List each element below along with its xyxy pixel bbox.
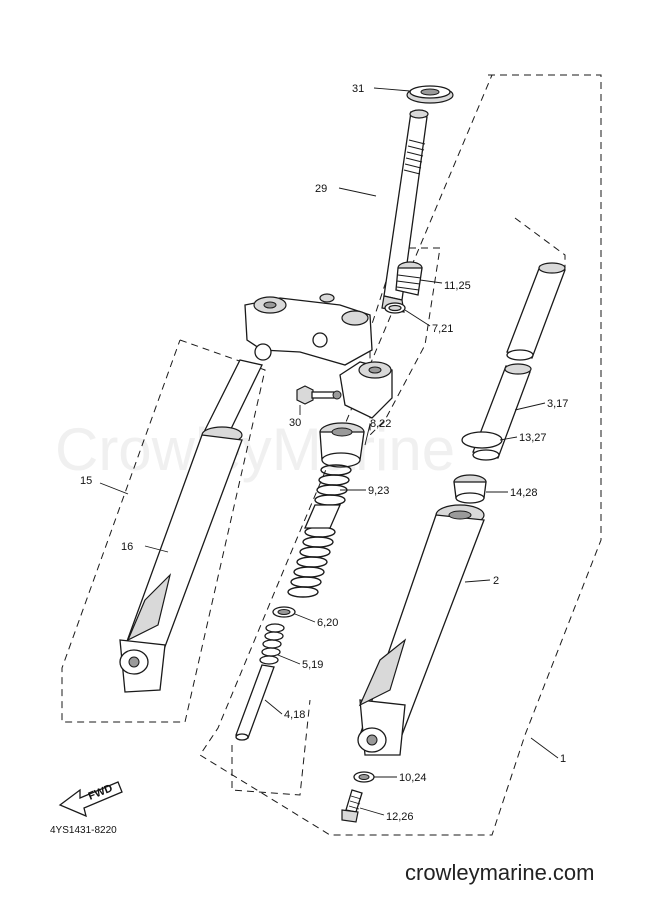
part-12-bolt[interactable] <box>341 789 363 823</box>
part-5-rebound-spring[interactable] <box>259 623 285 665</box>
label-29: 29 <box>315 183 327 195</box>
group-boundary-fork-assembly <box>199 74 602 836</box>
label-30: 30 <box>289 417 301 429</box>
label-14-28: 14,28 <box>510 487 538 499</box>
label-4-18: 4,18 <box>284 709 305 721</box>
part-9-fork-spring[interactable] <box>287 464 352 598</box>
part-10-washer[interactable] <box>353 771 375 783</box>
label-2: 2 <box>493 575 499 587</box>
part-11-cap-bolt[interactable] <box>395 261 423 296</box>
part-29-steering-stem[interactable] <box>381 109 429 313</box>
part-16-outer-tube-left[interactable] <box>119 359 263 693</box>
label-15: 15 <box>80 475 92 487</box>
diagram-code: 4YS1431-8220 <box>50 825 117 836</box>
label-1: 1 <box>560 753 566 765</box>
label-8-22: 8,22 <box>370 418 391 430</box>
label-3-17: 3,17 <box>547 398 568 410</box>
group-boundary-lower-parts <box>231 699 311 796</box>
part-3-inner-tube-upper[interactable] <box>506 262 566 361</box>
fwd-arrow-icon: FWD <box>58 781 123 818</box>
watermark: CrowleyMarine <box>55 416 455 483</box>
label-12-26: 12,26 <box>386 811 414 823</box>
part-30-bolt[interactable] <box>296 385 342 405</box>
leader-lines <box>99 87 559 816</box>
group-boundary-inner-tubes <box>514 217 566 268</box>
site-link[interactable]: crowleymarine.com <box>405 860 595 885</box>
label-31: 31 <box>352 83 364 95</box>
under-bracket[interactable] <box>244 293 373 366</box>
clamp-block[interactable] <box>339 361 393 419</box>
part-14-seal[interactable] <box>453 474 487 504</box>
part-13-circlip[interactable] <box>461 431 503 449</box>
label-9-23: 9,23 <box>368 485 389 497</box>
label-16: 16 <box>121 541 133 553</box>
label-7-21: 7,21 <box>432 323 453 335</box>
part-2-outer-tube[interactable] <box>357 504 485 756</box>
label-6-20: 6,20 <box>317 617 338 629</box>
label-5-19: 5,19 <box>302 659 323 671</box>
part-7-o-ring[interactable] <box>384 302 406 314</box>
part-4-damper-rod[interactable] <box>235 664 275 741</box>
part-6-washer[interactable] <box>272 606 296 618</box>
part-labels: 31 29 11,25 7,21 3,17 30 8,22 13,27 15 9… <box>80 83 568 823</box>
part-8-oil-seal[interactable] <box>319 422 365 468</box>
part-31-bearing-race[interactable] <box>406 85 454 104</box>
label-11-25: 11,25 <box>444 280 471 292</box>
label-13-27: 13,27 <box>519 432 547 444</box>
label-10-24: 10,24 <box>399 772 427 784</box>
